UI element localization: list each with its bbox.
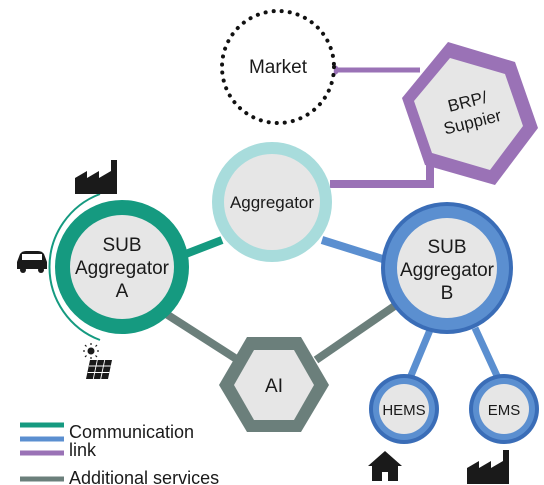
link-aggregator-sub-b: [320, 236, 394, 266]
market-node: Market: [220, 9, 336, 125]
market-label: Market: [249, 57, 308, 78]
hems-node: HEMS: [369, 374, 439, 444]
link-sub-b-ems: [471, 326, 502, 380]
sub-a-label-line1: SUB: [102, 235, 141, 256]
sub-aggregator-b-node: SUB Aggregator B: [381, 202, 513, 334]
sub-a-label-line3: A: [116, 281, 129, 302]
sun-icon: [87, 347, 95, 355]
connector-links: [157, 65, 502, 380]
legend-additional-services: Additional services: [69, 468, 219, 485]
sub-aggregator-a-node: SUB Aggregator A: [48, 193, 189, 341]
sub-a-label-line2: Aggregator: [75, 258, 170, 279]
ems-node: EMS: [469, 374, 539, 444]
sub-a-outer-arc: [48, 193, 101, 341]
factory-icon-bottom: [467, 450, 509, 484]
sub-b-label-line2: Aggregator: [400, 260, 495, 281]
link-aggregator-brp: [330, 158, 434, 188]
aggregator-label: Aggregator: [230, 193, 314, 212]
sub-b-label-line1: SUB: [427, 237, 466, 258]
car-icon: [17, 251, 47, 273]
legend-communication-line1: Communication: [69, 422, 194, 442]
link-sub-b-hems: [406, 328, 434, 380]
legend-communication-line2: link: [69, 440, 97, 460]
sub-b-label-line3: B: [441, 283, 454, 304]
link-sub-a-ai: [157, 306, 241, 364]
solar-panel-icon: [83, 343, 112, 380]
legend: Communication link Additional services: [20, 422, 219, 485]
brp-supplier-node: BRP/ Suppier: [402, 42, 538, 185]
ai-node: AI: [219, 337, 329, 432]
aggregator-node: Aggregator: [212, 142, 332, 262]
factory-icon: [75, 160, 117, 194]
ems-label: EMS: [488, 402, 521, 419]
link-sub-b-ai: [313, 301, 399, 364]
house-icon: [368, 451, 402, 481]
hems-label: HEMS: [382, 402, 425, 419]
ai-label: AI: [265, 376, 283, 397]
